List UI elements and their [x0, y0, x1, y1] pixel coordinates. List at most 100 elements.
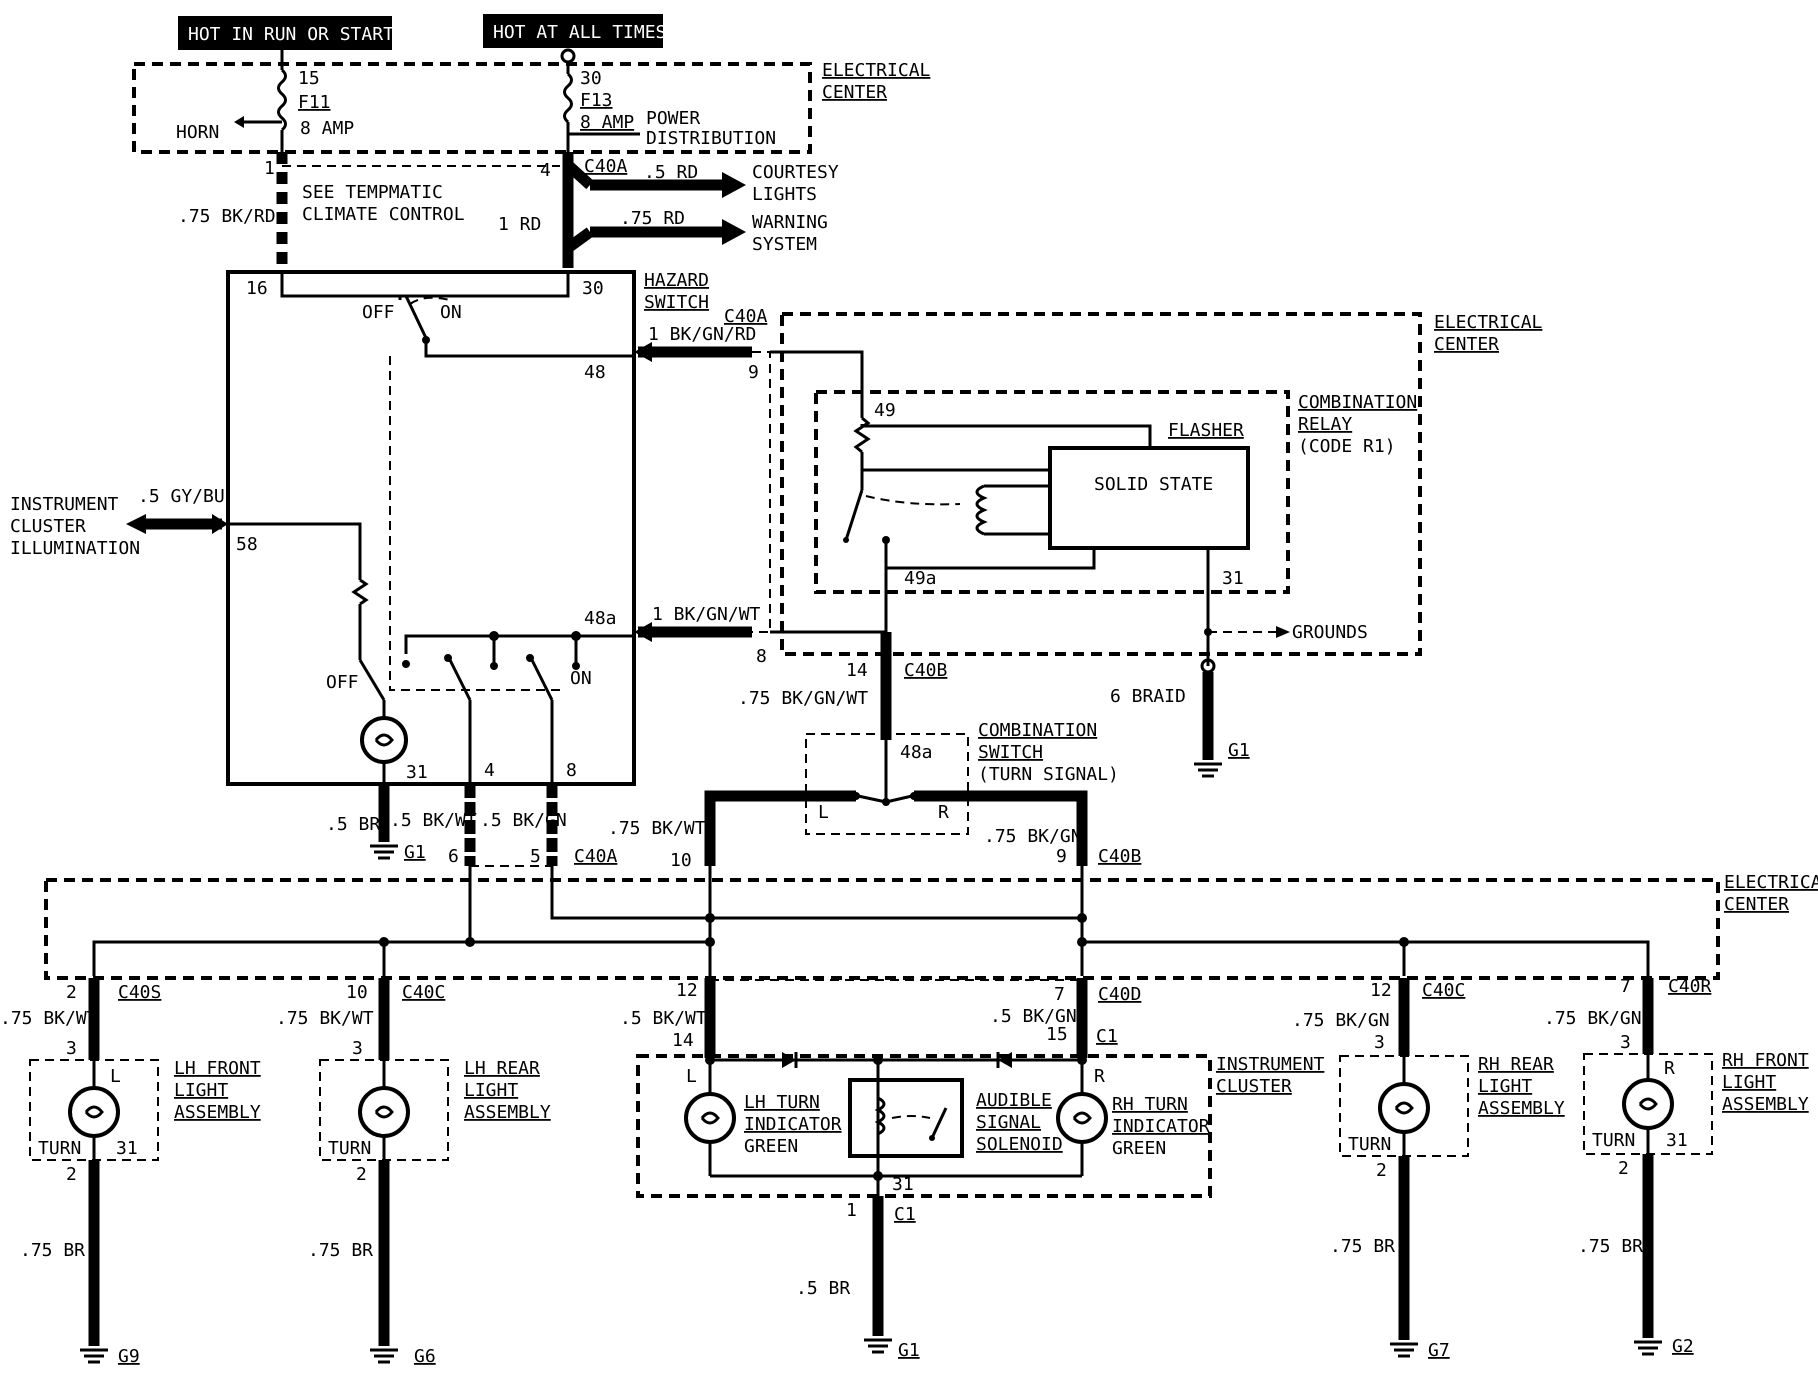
- rhf-title-3: ASSEMBLY: [1722, 1094, 1809, 1115]
- rhf-title-1: RH FRONT: [1722, 1050, 1809, 1071]
- lhr-title-1: LH REAR: [464, 1058, 540, 1079]
- rh-indicator-1: RH TURN: [1112, 1094, 1188, 1115]
- lhr-gwire: .75 BR: [308, 1240, 373, 1261]
- top-electrical-center-label-2: CENTER: [822, 82, 887, 103]
- rh-turn-indicator-icon: [1056, 1092, 1108, 1144]
- fuse-f13: 30 F13 8 AMP POWER DISTRIBUTION: [560, 48, 776, 152]
- combo-title-1: COMBINATION: [978, 720, 1097, 741]
- hazard-pin-48a: 48a: [584, 608, 617, 629]
- combo-switch-box: [805, 733, 969, 835]
- combo-title-2: SWITCH: [978, 742, 1043, 763]
- all-times-label-box: [483, 14, 663, 48]
- f11-name: F11: [298, 92, 331, 113]
- hazard-pin-5: 5: [530, 846, 541, 867]
- fuse-f11: 15 F11 8 AMP HORN: [176, 50, 354, 152]
- cluster-gwire: .5 BR: [796, 1278, 850, 1299]
- hazard-on-1: ON: [440, 302, 462, 323]
- courtesy-label-2: LIGHTS: [752, 184, 817, 205]
- rhr-title-3: ASSEMBLY: [1478, 1098, 1565, 1119]
- lhf-31: 31: [116, 1138, 138, 1159]
- cluster-conn-bot: C1: [894, 1204, 916, 1225]
- lhf-lamp-icon: [68, 1086, 120, 1138]
- f13-pin-in: 30: [580, 68, 602, 89]
- cluster-r: R: [1094, 1066, 1105, 1087]
- rhf-r: R: [1664, 1058, 1675, 1079]
- hazard-wire-bkwt: .5 BK/WT: [390, 810, 477, 831]
- lhr-pin-lamp: 3: [352, 1038, 363, 1059]
- lhr-conn: C40C: [402, 982, 445, 1003]
- hazard-out-conn-top: C40A: [724, 306, 768, 327]
- ground-g7: [1390, 1342, 1418, 1358]
- cluster-ground: G1: [898, 1340, 920, 1361]
- combo-title-3: (TURN SIGNAL): [978, 764, 1119, 785]
- f11-pin-out: 1: [264, 158, 275, 179]
- lhf-gwire: .75 BR: [20, 1240, 85, 1261]
- rhf-title-2: LIGHT: [1722, 1072, 1776, 1093]
- combo-pin-48a: 48a: [900, 742, 933, 763]
- see-tempmatic-1: SEE TEMPMATIC: [302, 182, 443, 203]
- hazard-lamp-icon: [360, 716, 408, 764]
- hazard-conn-c40a: C40A: [574, 846, 618, 867]
- lhr-ground: G6: [414, 1346, 436, 1367]
- rhr-lamp-icon: [1378, 1082, 1430, 1134]
- lhf-ground: G9: [118, 1346, 140, 1367]
- cluster-wire-l: .5 BK/WT: [620, 1008, 707, 1029]
- hazard-out-wire-top: 1 BK/GN/RD: [648, 324, 756, 345]
- combo-pin-14: 14: [846, 660, 868, 681]
- rhr-ground: G7: [1428, 1340, 1450, 1361]
- lhf-pin-bot: 2: [66, 1164, 77, 1185]
- relay-title-2: RELAY: [1298, 414, 1352, 435]
- hazard-pin-31: 31: [406, 762, 428, 783]
- cluster-title-2: CLUSTER: [1216, 1076, 1292, 1097]
- rhf-pin-bot: 2: [1618, 1158, 1629, 1179]
- relay-pin-31: 31: [1222, 568, 1244, 589]
- cluster-p31: 31: [892, 1174, 914, 1195]
- cluster-pin-1: 1: [846, 1200, 857, 1221]
- combo-conn-in: C40B: [904, 660, 947, 681]
- power-dist-label-1: POWER: [646, 108, 700, 129]
- rhr-gwire: .75 BR: [1330, 1236, 1395, 1257]
- ground-g2: [1634, 1340, 1662, 1356]
- rhr-pin-lamp: 3: [1374, 1032, 1385, 1053]
- rhf-31: 31: [1666, 1130, 1688, 1151]
- combo-pin-9: 9: [1056, 846, 1067, 867]
- combo-l: L: [818, 802, 829, 823]
- hazard-pin-8: 8: [566, 760, 577, 781]
- rhr-turn: TURN: [1348, 1134, 1391, 1155]
- combo-conn-out: C40B: [1098, 846, 1141, 867]
- hazard-out-wire-bot: 1 BK/GN/WT: [652, 604, 761, 625]
- lhr-pin-bot: 2: [356, 1164, 367, 1185]
- lhf-title-1: LH FRONT: [174, 1058, 261, 1079]
- hazard-ground: G1: [404, 842, 426, 863]
- solenoid-3: SOLENOID: [976, 1134, 1063, 1155]
- f13-name: F13: [580, 90, 613, 111]
- solenoid-1: AUDIBLE: [976, 1090, 1052, 1111]
- cluster-conn-c1: C1: [1096, 1026, 1118, 1047]
- power-dist-label-2: DISTRIBUTION: [646, 128, 776, 149]
- illum-label-3: ILLUMINATION: [10, 538, 140, 559]
- audible-solenoid-box: [848, 1078, 964, 1158]
- ground-g6: [370, 1348, 398, 1364]
- solid-state-label: SOLID STATE: [1094, 474, 1213, 495]
- rhf-lamp-icon: [1622, 1078, 1674, 1130]
- all-times-label: HOT AT ALL TIMES: [493, 22, 666, 43]
- hazard-title-1: HAZARD: [644, 270, 709, 291]
- hazard-title-2: SWITCH: [644, 292, 709, 313]
- hazard-pin-6: 6: [448, 846, 459, 867]
- ground-g9: [80, 1348, 108, 1364]
- instrument-cluster-box: [636, 1054, 1212, 1198]
- cluster-pin-14: 14: [672, 1030, 694, 1051]
- wire-1-rd: 1 RD: [498, 214, 541, 235]
- lhr-lamp-icon: [358, 1086, 410, 1138]
- hazard-off-1: OFF: [362, 302, 395, 323]
- rhf-pin-top: 7: [1620, 976, 1631, 997]
- illum-wire: .5 GY/BU: [138, 486, 225, 507]
- lh-indicator-2: INDICATOR: [744, 1114, 842, 1135]
- top-electrical-center-label-1: ELECTRICAL: [822, 60, 931, 81]
- combo-right-wire: .75 BK/GN: [984, 826, 1082, 847]
- rhr-pin-bot: 2: [1376, 1160, 1387, 1181]
- courtesy-label-1: COURTESY: [752, 162, 839, 183]
- combo-r: R: [938, 802, 949, 823]
